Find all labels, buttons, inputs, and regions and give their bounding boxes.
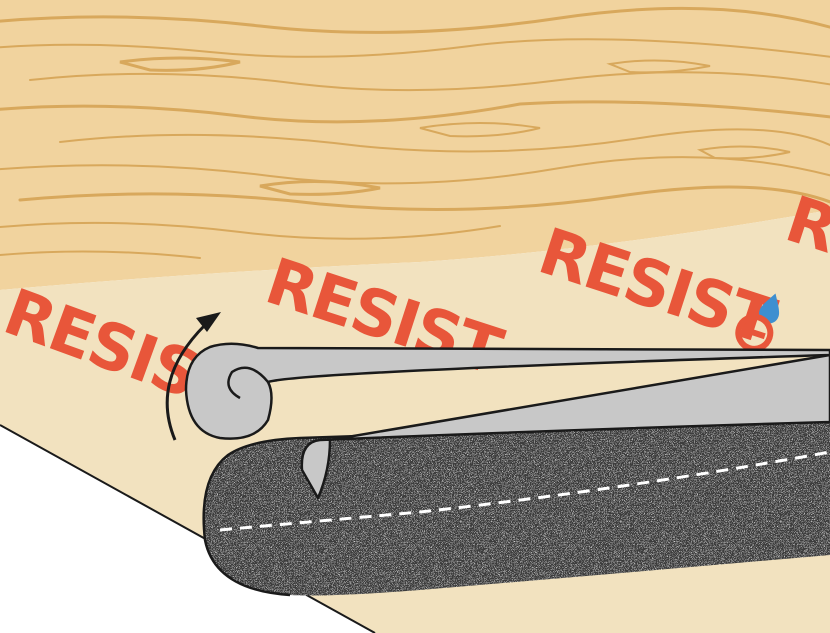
wood-grain-line — [0, 221, 501, 240]
wood-grain-line — [259, 179, 381, 196]
wood-grain-line — [0, 6, 830, 34]
wood-grain-line — [0, 250, 201, 259]
wood-grain-line — [696, 145, 791, 160]
wood-grain-line — [59, 128, 830, 153]
release-film — [184, 342, 830, 500]
water-drop-icon — [759, 293, 780, 324]
wood-grain-line — [606, 59, 711, 74]
wood-grain-line — [0, 156, 830, 185]
wood-grain-line — [29, 71, 830, 92]
curved-arrow-icon — [165, 312, 221, 441]
wood-grain-line — [0, 100, 830, 124]
plywood-deck — [0, 0, 830, 290]
no-symbol-icon — [735, 313, 774, 352]
wood-grain-line — [18, 185, 830, 211]
lap-seam-line — [219, 450, 830, 532]
wood-grain-line — [119, 56, 241, 72]
wood-grain-line — [0, 38, 830, 59]
wood-grain-line — [419, 122, 541, 138]
